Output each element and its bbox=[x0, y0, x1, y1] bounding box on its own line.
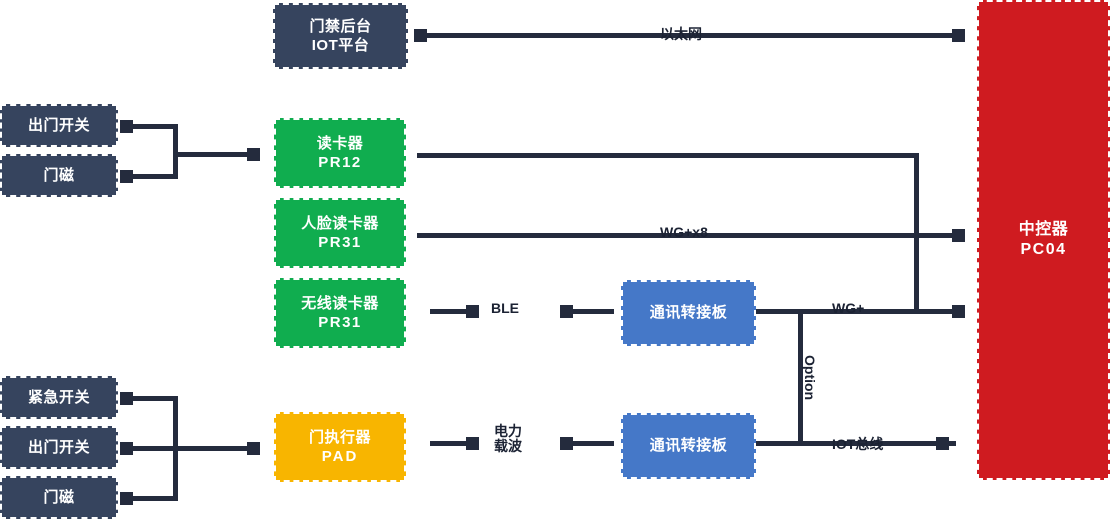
node-exit-switch-top-label: 出门开关 bbox=[27, 116, 90, 134]
sensor-top-riser bbox=[173, 124, 178, 179]
node-emergency-switch[interactable]: 紧急开关 bbox=[0, 376, 118, 419]
edge-iotbus-line bbox=[756, 441, 956, 446]
sensor-top-exit-arrow bbox=[120, 120, 133, 133]
node-platform-line1: 门禁后台 bbox=[309, 17, 372, 35]
node-platform-line2: IOT平台 bbox=[311, 37, 370, 54]
sensor-bottom-trunk-arrow bbox=[247, 442, 260, 455]
edge-label-ble: BLE bbox=[491, 300, 519, 316]
node-door-magnet-bottom-label: 门磁 bbox=[43, 488, 75, 506]
sensor-top-trunk bbox=[173, 152, 251, 157]
edge-powerline-stub-left bbox=[430, 441, 470, 446]
sensor-top-magnet-line bbox=[128, 174, 176, 179]
node-controller-line1: 中控器 bbox=[1018, 220, 1069, 238]
sensor-bottom-emergency-line bbox=[128, 396, 176, 401]
edge-ble-stub-right bbox=[562, 309, 614, 314]
node-emergency-switch-label: 紧急开关 bbox=[27, 388, 90, 406]
node-reader-pr12-line1: 读卡器 bbox=[316, 134, 364, 152]
node-adapter-board-bottom[interactable]: 通讯转接板 bbox=[621, 413, 756, 479]
sensor-top-trunk-arrow bbox=[247, 148, 260, 161]
node-door-magnet-top[interactable]: 门磁 bbox=[0, 154, 118, 197]
edge-ble-stub-left bbox=[430, 309, 470, 314]
edge-ethernet-line bbox=[417, 33, 965, 38]
edge-label-wg-plus: WG+ bbox=[832, 300, 865, 316]
node-door-magnet-top-label: 门磁 bbox=[43, 166, 75, 184]
edge-powerline-arrow-left bbox=[466, 437, 479, 450]
node-central-controller-pc04[interactable]: 中控器 PC04 bbox=[977, 0, 1110, 480]
node-face-reader-pr31[interactable]: 人脸读卡器 PR31 bbox=[274, 198, 406, 268]
sensor-bottom-exit-line bbox=[128, 446, 176, 451]
node-exit-switch-bottom-label: 出门开关 bbox=[27, 438, 90, 456]
sensor-bottom-exit-arrow bbox=[120, 442, 133, 455]
sensor-top-exit-line bbox=[128, 124, 176, 129]
edge-label-wg-x8: WG+x8 bbox=[660, 224, 708, 240]
edge-option-vline bbox=[798, 309, 803, 446]
node-face-reader-pr31-line1: 人脸读卡器 bbox=[301, 214, 379, 232]
node-door-actuator-pad-line2: PAD bbox=[321, 448, 359, 465]
edge-label-iot-bus: IOT总线 bbox=[832, 436, 884, 452]
node-adapter-board-top[interactable]: 通讯转接板 bbox=[621, 280, 756, 346]
edge-ble-arrow-left bbox=[466, 305, 479, 318]
node-door-magnet-bottom[interactable]: 门磁 bbox=[0, 476, 118, 519]
edge-label-powerline-line2: 载波 bbox=[494, 437, 522, 454]
edge-label-ethernet: 以太网 bbox=[660, 26, 702, 42]
node-adapter-board-top-label: 通讯转接板 bbox=[649, 304, 728, 322]
node-exit-switch-top[interactable]: 出门开关 bbox=[0, 104, 118, 147]
edge-pr12-v bbox=[914, 153, 919, 310]
node-door-actuator-pad[interactable]: 门执行器 PAD bbox=[274, 412, 406, 482]
edge-ethernet-arrow-right bbox=[952, 29, 965, 42]
node-wireless-reader-pr31-line2: PR31 bbox=[318, 314, 362, 331]
edge-label-option: Option bbox=[802, 355, 818, 401]
edge-powerline-stub-right bbox=[562, 441, 614, 446]
edge-ethernet-arrow-left bbox=[414, 29, 427, 42]
node-access-control-platform[interactable]: 门禁后台 IOT平台 bbox=[273, 3, 408, 69]
node-wireless-reader-pr31[interactable]: 无线读卡器 PR31 bbox=[274, 278, 406, 348]
node-exit-switch-bottom[interactable]: 出门开关 bbox=[0, 426, 118, 469]
sensor-bottom-magnet-arrow bbox=[120, 492, 133, 505]
sensor-bottom-magnet-line bbox=[128, 496, 176, 501]
node-reader-pr12[interactable]: 读卡器 PR12 bbox=[274, 118, 406, 188]
edge-wgx8-arrow bbox=[952, 229, 965, 242]
sensor-top-magnet-arrow bbox=[120, 170, 133, 183]
edge-wgplus-arrow bbox=[952, 305, 965, 318]
node-adapter-board-bottom-label: 通讯转接板 bbox=[649, 437, 728, 455]
node-face-reader-pr31-line2: PR31 bbox=[318, 234, 362, 251]
edge-iotbus-arrow bbox=[936, 437, 949, 450]
edge-wgplus-line bbox=[756, 309, 956, 314]
edge-pr12-h bbox=[417, 153, 919, 158]
edge-label-powerline: 电力 载波 bbox=[494, 424, 522, 453]
node-reader-pr12-line2: PR12 bbox=[318, 154, 362, 171]
node-controller-line2: PC04 bbox=[1020, 241, 1067, 258]
sensor-bottom-emergency-arrow bbox=[120, 392, 133, 405]
edge-label-powerline-line1: 电力 bbox=[494, 423, 522, 439]
node-wireless-reader-pr31-line1: 无线读卡器 bbox=[301, 294, 379, 312]
edge-ble-arrow-right bbox=[560, 305, 573, 318]
edge-powerline-arrow-right bbox=[560, 437, 573, 450]
edge-wgx8-line bbox=[417, 233, 965, 238]
node-door-actuator-pad-line1: 门执行器 bbox=[308, 428, 371, 446]
sensor-bottom-trunk bbox=[173, 446, 251, 451]
